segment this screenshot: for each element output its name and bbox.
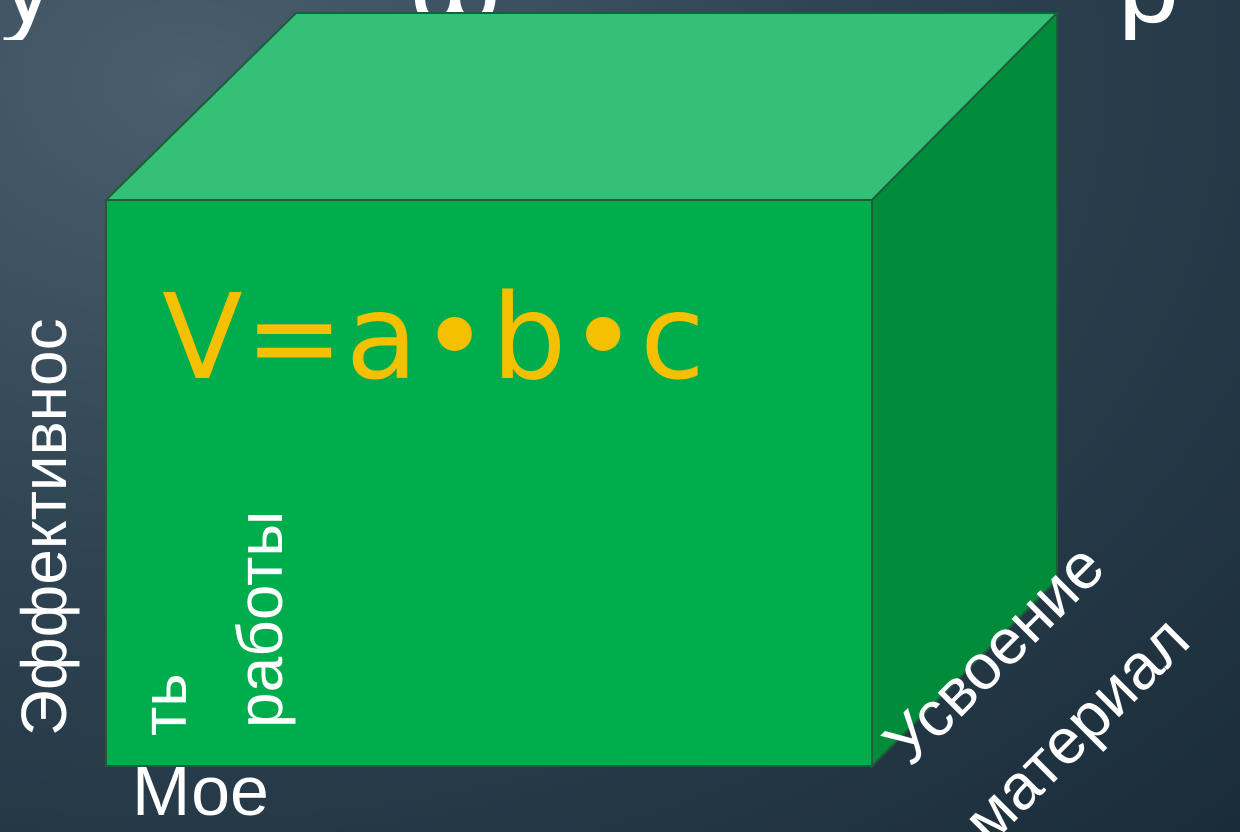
- work-label: работы: [224, 510, 296, 728]
- effectiveness-label: Эффективнос: [8, 318, 80, 736]
- my-label: Мое: [132, 752, 269, 830]
- cube-front-face: [105, 199, 873, 767]
- effectiveness-tail-label: ть: [128, 673, 200, 736]
- volume-formula: V=a•b•c: [162, 268, 707, 406]
